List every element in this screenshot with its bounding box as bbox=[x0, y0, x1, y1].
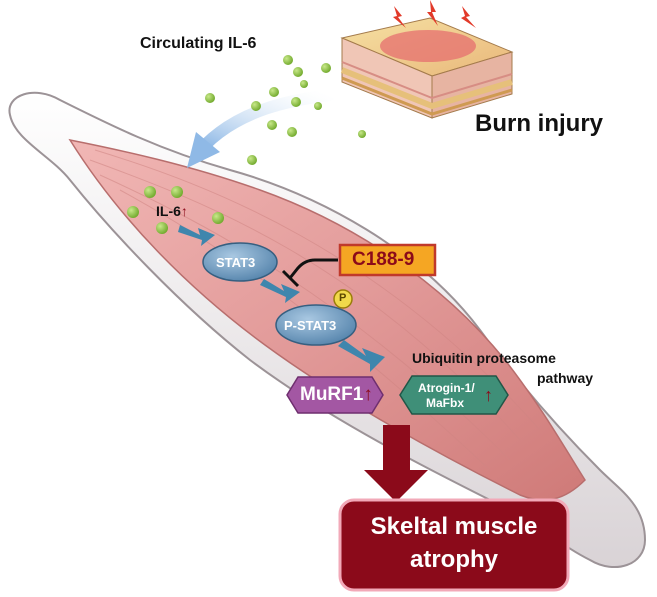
murf1-box bbox=[286, 376, 384, 414]
burn-injury-label: Burn injury bbox=[475, 110, 604, 137]
pstat3-label: P-STAT3 bbox=[284, 318, 337, 333]
inhibitor-label: C188-9 bbox=[352, 249, 415, 270]
ups-label-line1: Ubiquitin proteasome bbox=[412, 350, 556, 366]
phosphate-label: P bbox=[339, 292, 347, 304]
il6-label: IL-6↑ bbox=[156, 203, 188, 219]
outcome-label-line2: atrophy bbox=[409, 546, 498, 573]
atrogin-label-line1: Atrogin-1/ bbox=[418, 381, 475, 395]
up-arrow-icon: ↑ bbox=[363, 384, 373, 405]
atrophy-arrow bbox=[364, 425, 428, 502]
inhibitor-box bbox=[338, 243, 437, 277]
circulation-arrow bbox=[187, 89, 336, 168]
il6-text: IL-6 bbox=[156, 203, 181, 219]
circulating-il6-label: Circulating IL-6 bbox=[140, 35, 257, 52]
murf1-label: MuRF1↑ bbox=[300, 384, 373, 406]
burn-injury-skin bbox=[340, 0, 514, 119]
inhibition-bar bbox=[281, 258, 338, 288]
ups-label-line2: pathway bbox=[537, 370, 594, 386]
murf1-text: MuRF1 bbox=[300, 384, 364, 405]
signal-arrows bbox=[178, 225, 385, 372]
circulating-il6-dots bbox=[205, 55, 366, 165]
atrogin-box bbox=[399, 375, 509, 415]
atrogin-label-line2: MaFbx bbox=[426, 396, 465, 410]
outcome-box bbox=[338, 498, 570, 592]
up-arrow-icon: ↑ bbox=[484, 385, 493, 405]
up-arrow-icon: ↑ bbox=[180, 203, 188, 219]
phosphate-badge bbox=[333, 289, 353, 309]
pstat3-node bbox=[275, 304, 357, 346]
lightning-icon bbox=[393, 0, 476, 28]
stat3-node bbox=[202, 242, 278, 282]
outcome-label-line1: Skeltal muscle bbox=[370, 513, 538, 540]
stat3-label: STAT3 bbox=[216, 255, 256, 270]
local-il6-dots bbox=[127, 186, 224, 234]
